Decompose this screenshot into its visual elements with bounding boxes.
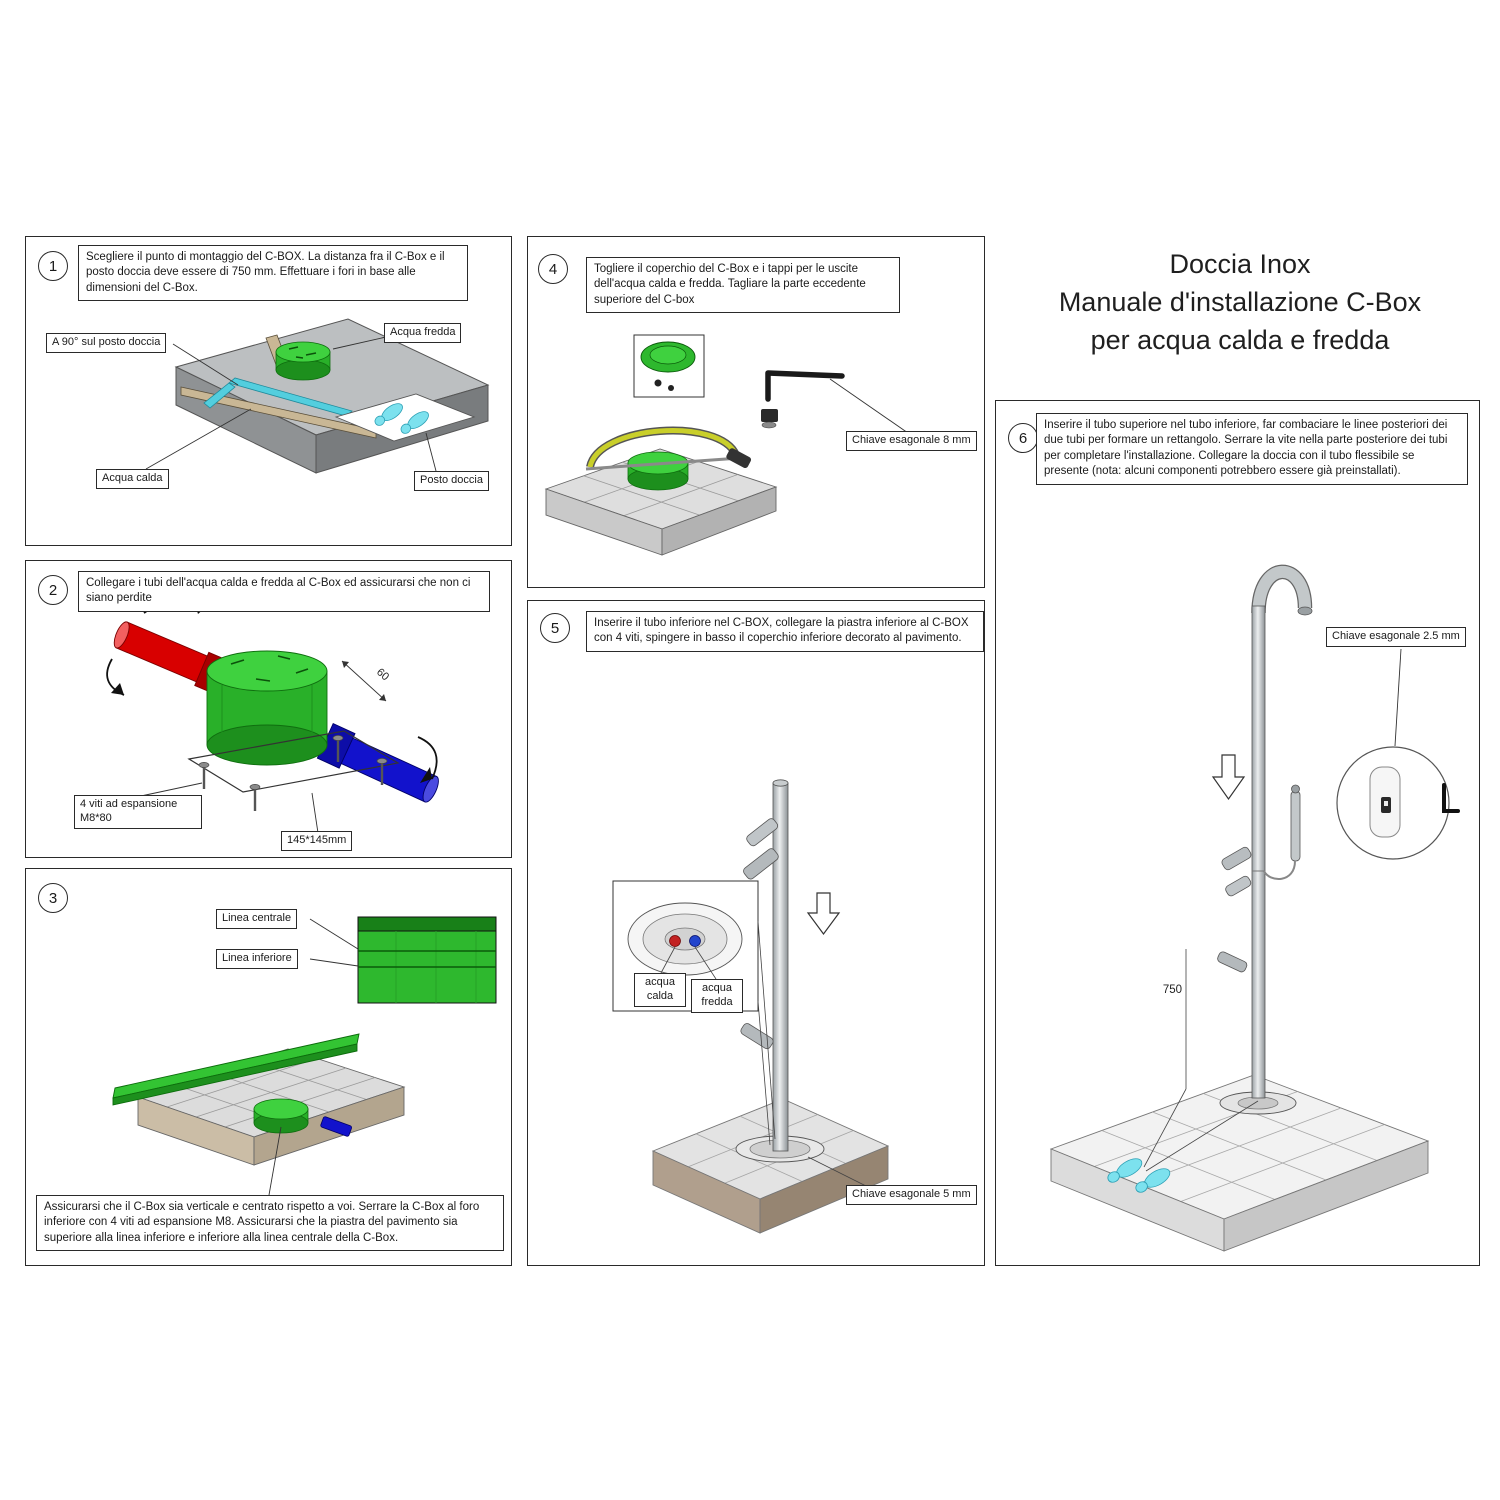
instruction-step-3: Assicurarsi che il C-Box sia verticale e… <box>36 1195 504 1252</box>
leader-lines <box>145 336 437 472</box>
green-beam <box>112 1033 360 1106</box>
cbox-body <box>206 650 328 766</box>
step-number-3: 3 <box>38 883 68 913</box>
cold-stub <box>320 1116 352 1137</box>
svg-text:750: 750 <box>1163 984 1182 996</box>
panel-step-6: 750 6 Inserire il tubo superiore nel tub… <box>995 400 1480 1266</box>
illustration-step-1 <box>145 318 490 474</box>
allen-key-icon <box>1442 783 1460 813</box>
floor-platform <box>136 1048 406 1166</box>
leader-lines <box>829 378 909 434</box>
title-line-2: Manuale d'installazione C-Box <box>1058 286 1422 317</box>
instruction-step-1: Scegliere il punto di montaggio del C-BO… <box>78 245 468 302</box>
shower-lower-tube <box>772 779 789 1152</box>
instruction-step-4: Togliere il coperchio del C-Box e i tapp… <box>586 257 900 314</box>
illustration-step-3 <box>112 916 497 1196</box>
label-a90-posto-doccia: A 90° sul posto doccia <box>46 333 167 353</box>
label-acqua-calda: Acqua calda <box>96 469 169 489</box>
hot-outlet-dot <box>669 935 681 947</box>
shower-column <box>1251 564 1313 1099</box>
illustration-step-2: 60 <box>106 599 439 834</box>
hacksaw <box>585 426 752 471</box>
leader-lines <box>1394 648 1402 747</box>
cbox-cylinder <box>253 1098 309 1134</box>
label-4-viti: 4 viti ad espansione M8*80 <box>74 795 202 829</box>
label-acqua-fredda: Acqua fredda <box>384 323 462 343</box>
svg-text:60: 60 <box>374 666 391 683</box>
step-number-4: 4 <box>538 254 568 284</box>
label-acqua-fredda: acqua fredda <box>691 979 743 1013</box>
leader-lines <box>268 918 359 1196</box>
footprint-left <box>374 403 403 426</box>
cold-water-pipe <box>316 722 439 803</box>
step-number-5: 5 <box>540 613 570 643</box>
footprint-right <box>400 411 429 434</box>
pipe-fittings <box>1217 846 1252 973</box>
cold-outlet-dot <box>689 935 701 947</box>
label-linea-inferiore: Linea inferiore <box>216 949 298 969</box>
illustration-step-5 <box>612 779 890 1234</box>
label-145mm: 145*145mm <box>281 831 353 851</box>
leader-lines <box>660 920 869 1188</box>
title-line-3: per acqua calda e fredda <box>1090 324 1390 355</box>
instruction-step-2: Collegare i tubi dell'acqua calda e fred… <box>78 571 490 612</box>
label-acqua-calda: acqua calda <box>634 973 686 1007</box>
allen-key-icon <box>761 370 845 429</box>
label-chiave-25mm: Chiave esagonale 2.5 mm <box>1326 627 1466 647</box>
tile-platform <box>651 1098 890 1234</box>
step-number-2: 2 <box>38 575 68 605</box>
cbox-lid-box <box>633 334 705 398</box>
label-linea-centrale: Linea centrale <box>216 909 298 929</box>
label-posto-doccia: Posto doccia <box>414 471 489 491</box>
mounting-plate <box>187 730 400 811</box>
footprints <box>1107 1158 1171 1193</box>
panel-step-4: 4 Togliere il coperchio del C-Box e i ta… <box>527 236 985 588</box>
panel-step-3: 3 Linea centrale Linea inferiore Assicur… <box>25 868 512 1266</box>
shower-tile <box>334 393 476 442</box>
dimension-60: 60 <box>341 660 391 702</box>
screw-detail-inset <box>1336 746 1460 860</box>
illustration-step-4 <box>544 334 909 556</box>
cbox-cylinder <box>275 341 331 381</box>
panel-step-2: 60 2 Collegare i tubi dell'acqua calda e… <box>25 560 512 858</box>
down-arrow-icon <box>806 892 841 936</box>
label-chiave-8mm: Chiave esagonale 8 mm <box>846 431 977 451</box>
instruction-step-6: Inserire il tubo superiore nel tubo infe… <box>1036 413 1468 485</box>
panel-step-5: 5 Inserire il tubo inferiore nel C-BOX, … <box>527 600 985 1266</box>
cbox-front-view <box>357 916 497 1004</box>
label-chiave-5mm: Chiave esagonale 5 mm <box>846 1185 977 1205</box>
dimension-750: 750 <box>1143 949 1259 1172</box>
framing-square <box>203 377 353 417</box>
page-title: Doccia Inox Manuale d'installazione C-Bo… <box>1000 246 1480 359</box>
hand-shower <box>1263 784 1301 880</box>
panel-step-1: 1 Scegliere il punto di montaggio del C-… <box>25 236 512 546</box>
base-flange <box>1219 1091 1297 1115</box>
title-line-1: Doccia Inox <box>1169 249 1311 279</box>
leader-lines <box>140 782 319 834</box>
illustration-step-6: 750 <box>1049 564 1460 1252</box>
step-number-6: 6 <box>1008 423 1038 453</box>
spout-nozzle <box>1297 606 1313 616</box>
step-number-1: 1 <box>38 251 68 281</box>
down-arrow-icon <box>1211 754 1246 801</box>
cbox-cylinder <box>627 451 689 491</box>
instruction-step-5: Inserire il tubo inferiore nel C-BOX, co… <box>586 611 984 652</box>
